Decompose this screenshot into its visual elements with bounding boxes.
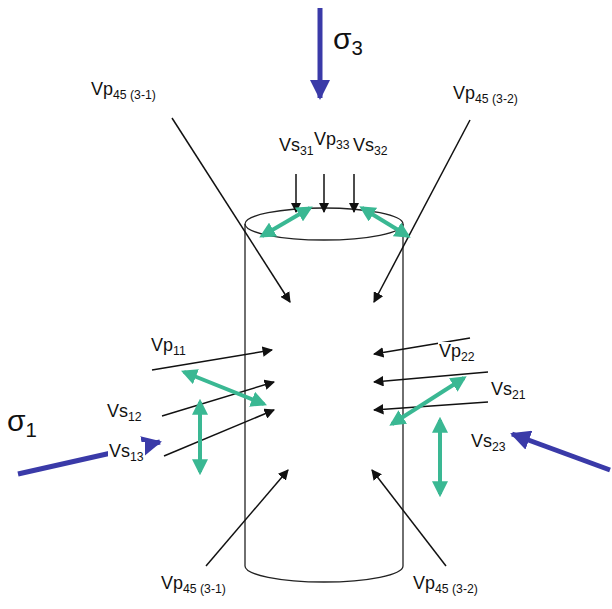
wave-label: Vp22	[438, 342, 476, 364]
wave-label: Vp11	[150, 336, 187, 358]
wave-label: Vp45 (3-2)	[412, 574, 479, 596]
rock-sample-cylinder	[245, 208, 403, 582]
polarization-arrows	[184, 208, 464, 494]
wave-label: Vs13	[108, 442, 145, 464]
wave-path-arrows	[152, 118, 488, 566]
wave-label: Vp45 (3-1)	[160, 574, 227, 596]
wave-label: Vs32	[352, 136, 389, 158]
wave-label: Vs21	[490, 380, 527, 402]
wave-label: Vp33	[313, 130, 351, 152]
wave-label: Vs23	[470, 432, 507, 454]
wave-label: Vs12	[106, 402, 143, 424]
wave-label: Vp45 (3-1)	[90, 80, 157, 102]
wave-label: Vs31	[278, 136, 315, 158]
stress-label: σ1	[6, 404, 38, 442]
stress-arrows	[18, 8, 610, 474]
wave-label: Vp45 (3-2)	[452, 84, 519, 106]
stress-label: σ3	[332, 22, 364, 60]
